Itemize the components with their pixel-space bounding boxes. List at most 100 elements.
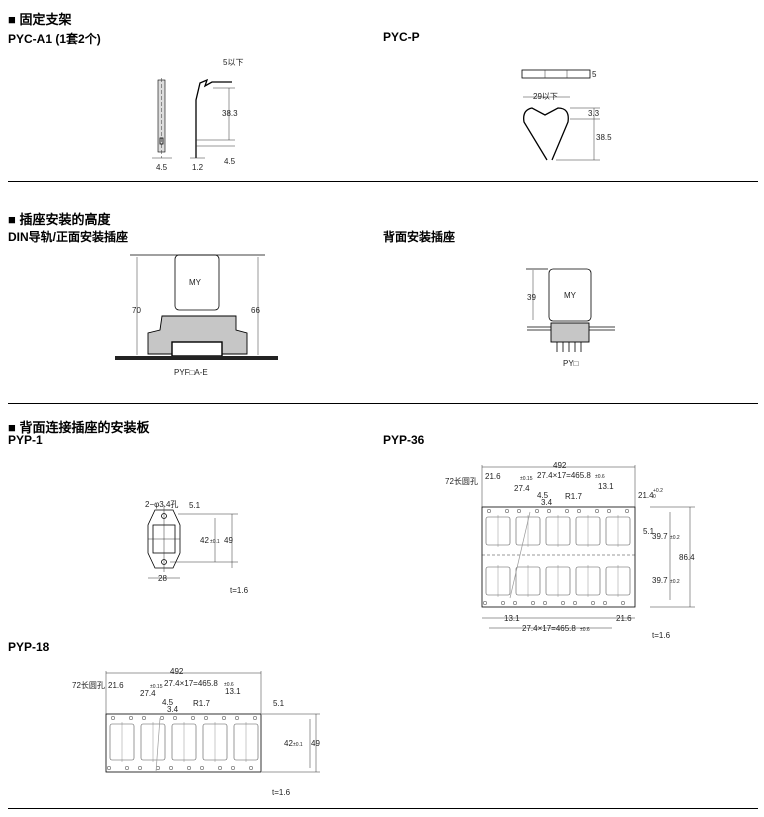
- mounting-hole: [620, 600, 626, 606]
- mounting-hole: [221, 715, 227, 721]
- mounting-hole: [217, 765, 223, 771]
- pyp-1-title: PYP-1: [8, 433, 43, 447]
- mounting-hole: [504, 508, 510, 514]
- dim-label: R1.7: [193, 699, 210, 708]
- dim-label: 5.1: [643, 527, 655, 536]
- dim-label: +0.2: [653, 488, 663, 494]
- dim-label: 38.5: [596, 133, 612, 142]
- dim-label: ±0.2: [670, 535, 680, 541]
- socket-label: PY□: [563, 359, 579, 368]
- dim-label: 5.1: [273, 699, 285, 708]
- dim-label: ±0.1: [210, 539, 220, 545]
- dim-label: 39.7: [652, 532, 668, 541]
- dim-label: 5以下: [223, 58, 243, 67]
- dim-label: 5.1: [189, 501, 201, 510]
- dim-label: 29以下: [533, 92, 558, 101]
- dim-label: 27.4×17=465.8: [164, 679, 218, 688]
- dim-label: 27.4: [514, 484, 530, 493]
- section-title-socket-height: ■ 插座安装的高度: [8, 212, 111, 227]
- mounting-hole: [624, 508, 630, 514]
- dim-label: 5: [592, 70, 597, 79]
- dim-label: 21.6: [108, 681, 124, 690]
- divider: [8, 403, 758, 404]
- pyp-36-drawing: 492 72长圆孔 21.6 ±0.15 27.4×17=465.8 ±0.6 …: [445, 461, 695, 640]
- mounting-hole: [190, 715, 196, 721]
- dim-label: 4.5: [162, 698, 174, 707]
- dim-label: ±0.2: [670, 579, 680, 585]
- dim-label: ±0.15: [150, 684, 163, 690]
- dim-label: 38.3: [222, 109, 238, 118]
- dim-label: 13.1: [598, 482, 614, 491]
- holes-label: 72长圆孔: [445, 476, 478, 486]
- dim-label: 42: [284, 739, 293, 748]
- mounting-hole: [602, 600, 608, 606]
- dim-label: ±0.6: [580, 627, 590, 633]
- pyc-a1-drawing: 5以下 38.3 4.5 4.5 1.2: [152, 58, 243, 172]
- back-socket-title: 背面安装插座: [383, 230, 456, 244]
- dim-label: 70: [132, 306, 141, 315]
- mounting-hole: [486, 508, 492, 514]
- dim-label: 42: [200, 536, 209, 545]
- mounting-hole: [252, 715, 258, 721]
- holes-label: 72长圆孔: [72, 680, 105, 690]
- relay-label: MY: [189, 278, 202, 287]
- section-title-mounting-plate: ■ 背面连接插座的安装板: [8, 420, 150, 435]
- relay-body: [174, 254, 220, 311]
- pyc-p-title: PYC-P: [383, 30, 420, 44]
- dim-label: 492: [553, 461, 567, 470]
- dim-label: ±0.6: [595, 474, 605, 480]
- dim-label: 39: [527, 293, 536, 302]
- dim-label: 1.2: [192, 163, 204, 172]
- mounting-hole: [576, 508, 582, 514]
- mounting-hole: [159, 715, 165, 721]
- mounting-hole: [172, 715, 178, 721]
- pyc-a1-title: PYC-A1 (1套2个): [8, 32, 101, 46]
- pyp-18-title: PYP-18: [8, 640, 50, 654]
- mounting-hole: [168, 765, 174, 771]
- mounting-hole: [500, 600, 506, 606]
- mounting-hole: [542, 600, 548, 606]
- mounting-hole: [482, 600, 488, 606]
- din-socket-drawing: MY 70 66 PYF□A-E: [115, 254, 278, 377]
- mounting-hole: [546, 508, 552, 514]
- back-socket-drawing: MY 39 PY□: [526, 268, 615, 368]
- pyc-p-drawing: 5 29以下 3.3 38.5: [521, 69, 612, 161]
- mounting-hole: [137, 765, 143, 771]
- dim-label: 49: [311, 739, 320, 748]
- thickness-label: t=1.6: [652, 631, 671, 640]
- dim-label: ±0.6: [224, 682, 234, 688]
- dim-label: 13.1: [225, 687, 241, 696]
- mounting-hole: [128, 715, 134, 721]
- mounting-hole: [572, 600, 578, 606]
- dim-label: 492: [170, 667, 184, 676]
- thickness-label: t=1.6: [272, 788, 291, 797]
- mounting-hole: [512, 600, 518, 606]
- mounting-hole: [534, 508, 540, 514]
- mounting-hole: [594, 508, 600, 514]
- pyp-18-drawing: 492 72长圆孔 21.6 ±0.15 27.4×17=465.8 ±0.6 …: [72, 667, 320, 797]
- mounting-hole: [248, 765, 254, 771]
- dim-label: 13.1: [504, 614, 520, 623]
- relay-label: MY: [564, 291, 577, 300]
- dim-label: 21.4: [638, 491, 654, 500]
- divider: [8, 181, 758, 182]
- mounting-hole: [106, 765, 112, 771]
- pyp-1-drawing: 2−φ3.4孔 5.1 42 ±0.1 49 28 t=1.6: [145, 500, 249, 595]
- section-title-fixing-bracket: ■ 固定支架: [8, 12, 72, 27]
- dim-label: 27.4×17=465.8: [537, 471, 591, 480]
- dim-label: 86.4: [679, 553, 695, 562]
- dim-label: 4.5: [537, 491, 549, 500]
- dim-label: 4.5: [156, 163, 168, 172]
- thickness-label: t=1.6: [230, 586, 249, 595]
- dim-label: 0: [653, 494, 656, 500]
- dim-label: 27.4: [140, 689, 156, 698]
- mounting-hole: [186, 765, 192, 771]
- mounting-hole: [230, 765, 236, 771]
- dim-label: R1.7: [565, 492, 582, 501]
- dim-label: 27.4×17=465.8: [522, 624, 576, 633]
- dim-label: 39.7: [652, 576, 668, 585]
- din-socket-title: DIN导轨/正面安装插座: [8, 230, 129, 244]
- divider: [8, 808, 758, 809]
- dim-label: ±0.1: [293, 742, 303, 748]
